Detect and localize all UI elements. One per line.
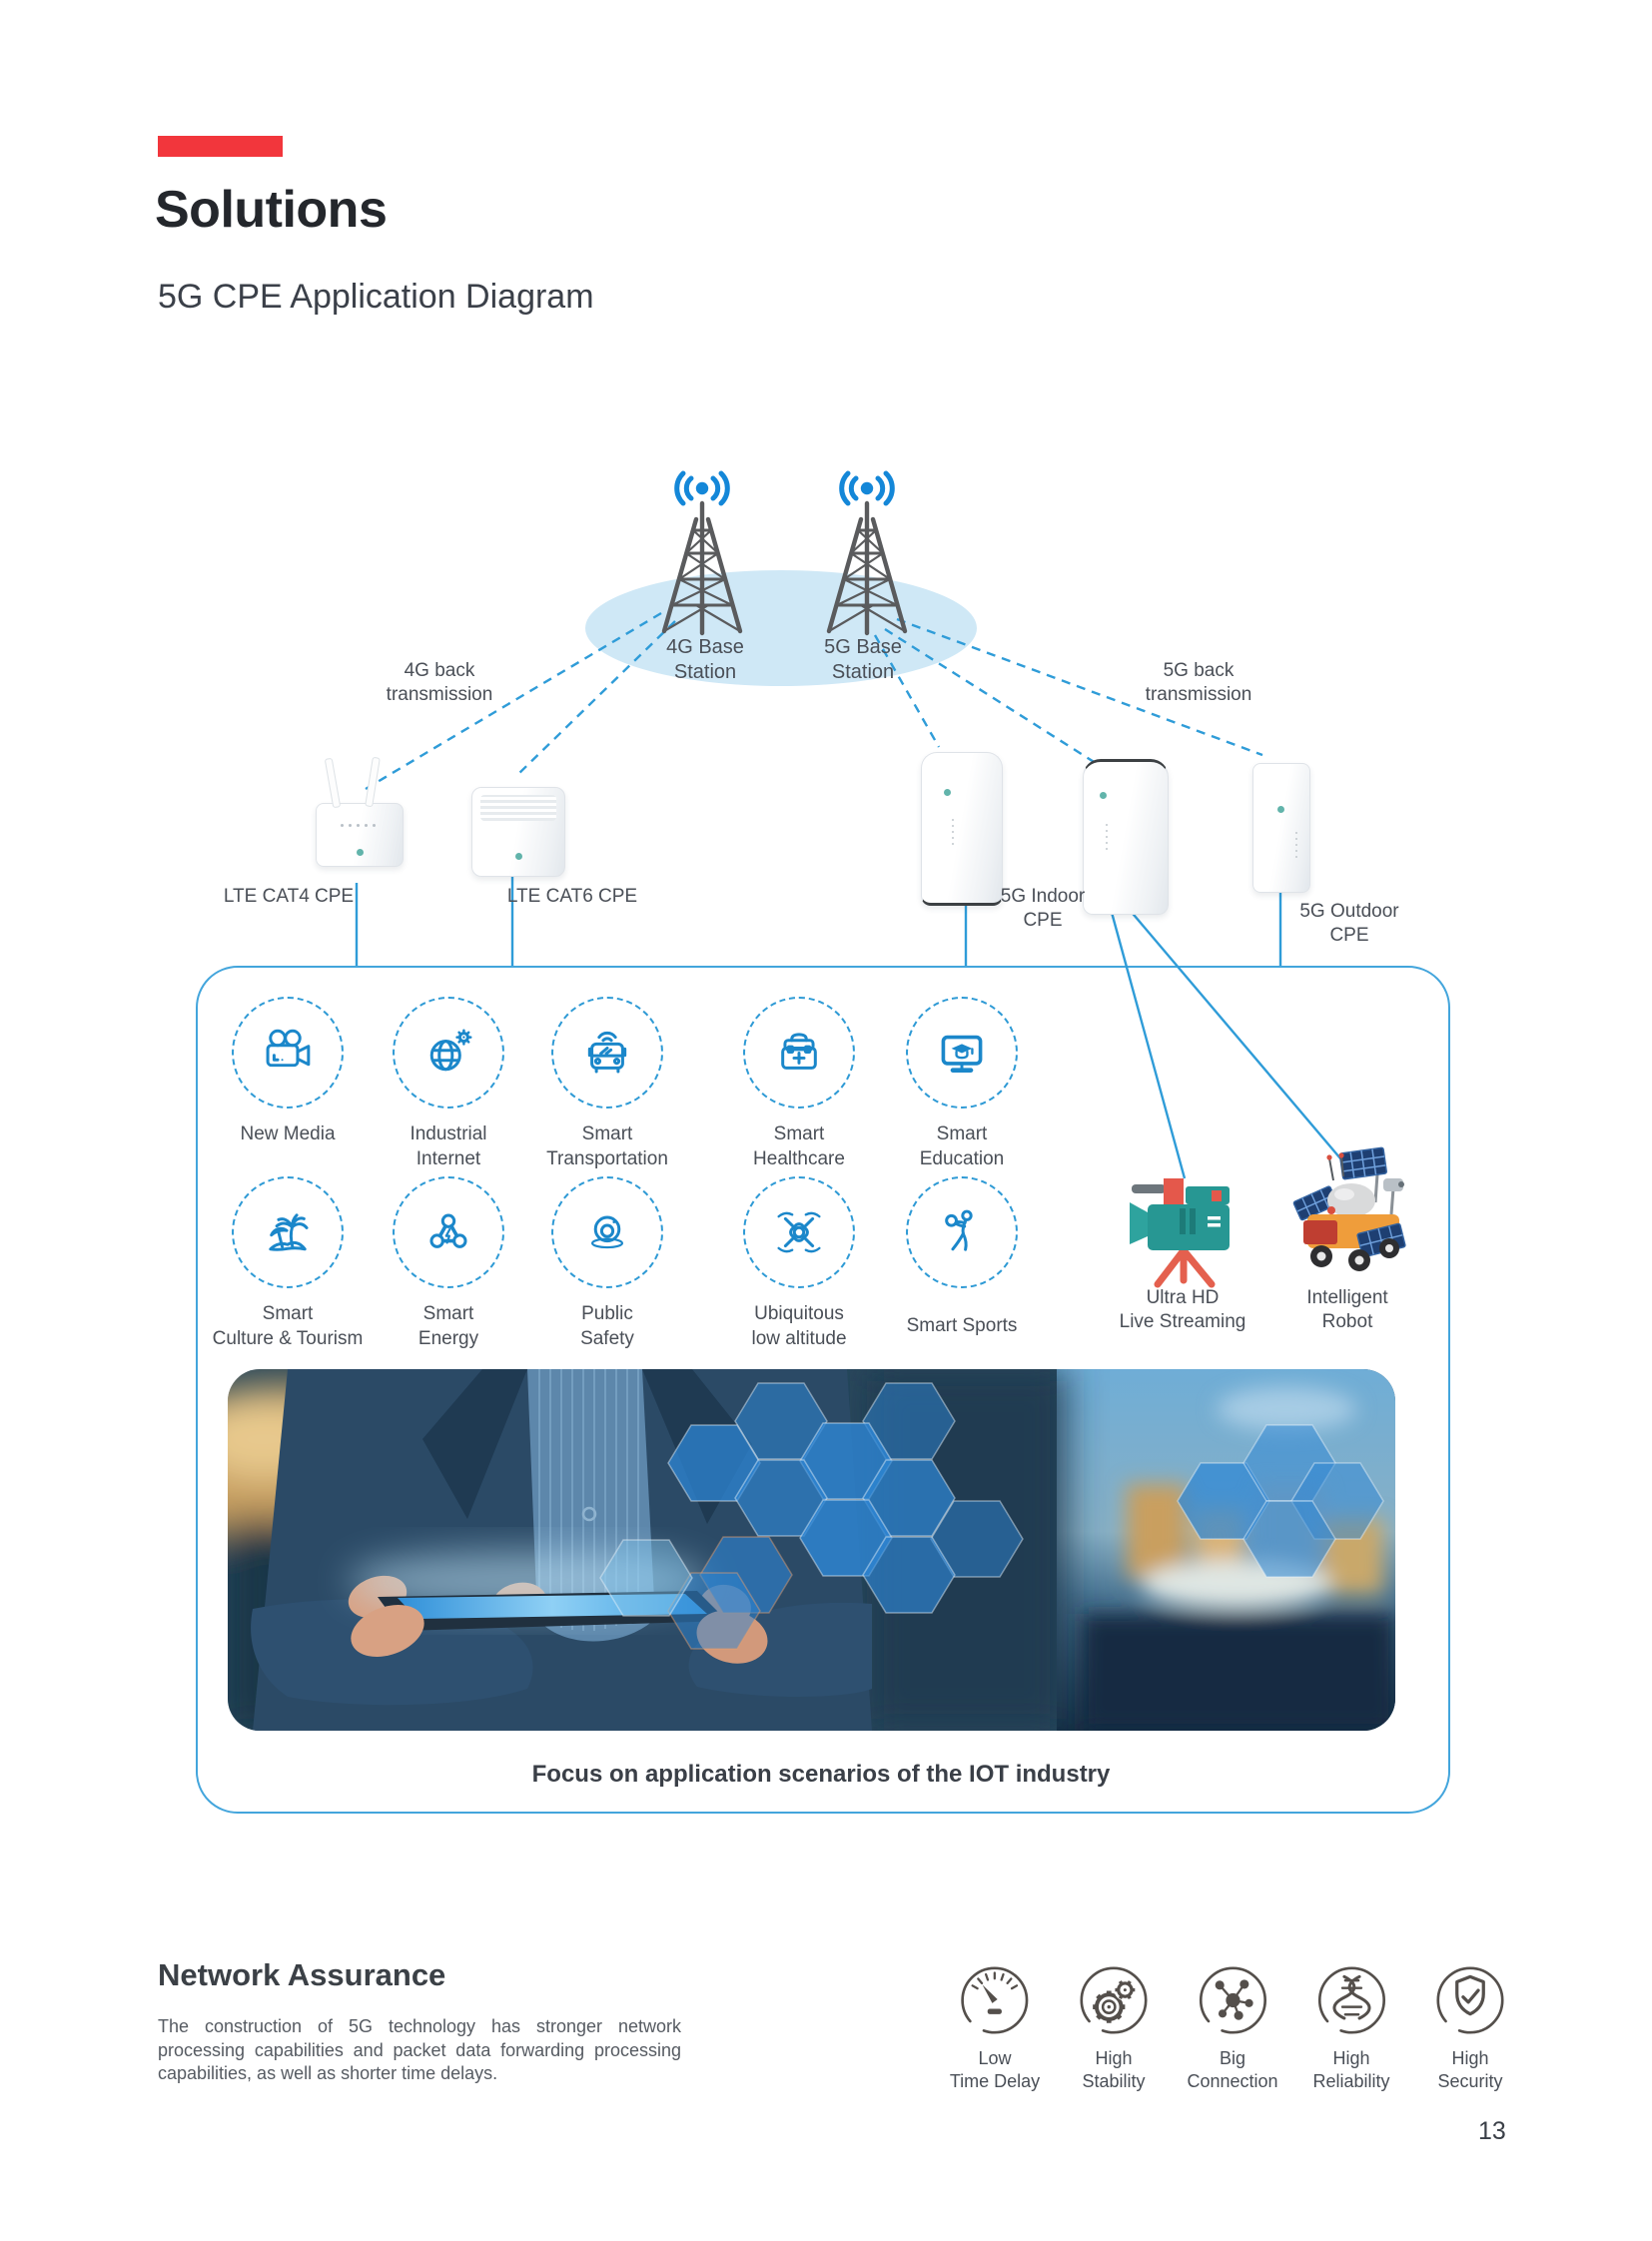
dashed-circle (743, 997, 855, 1109)
dashed-circle (393, 997, 504, 1109)
focus-caption: Focus on application scenarios of the IO… (531, 1761, 1111, 1788)
antenna-icon (365, 756, 381, 808)
brand-logo (944, 789, 951, 796)
application-scenarios-box (196, 966, 1450, 1814)
status-dots (1295, 832, 1297, 834)
lte-cat4-cpe-device (316, 756, 404, 867)
network-nodes-icon (1199, 1966, 1266, 2034)
dashed-circle (551, 997, 663, 1109)
shield-check-icon (1436, 1966, 1504, 2034)
palm-island-icon (269, 1213, 309, 1251)
globe-gear-icon (429, 1029, 472, 1072)
drone-icon (777, 1211, 821, 1253)
brand-logo (1277, 806, 1284, 813)
lte-cat6-cpe-label: LTE CAT6 CPE (506, 886, 638, 907)
connected-bus-icon (587, 1031, 627, 1074)
network-assurance-heading: Network Assurance (158, 1957, 446, 1992)
dna-helix-icon (1317, 1966, 1385, 2034)
broadcast-camera-icon (1130, 1178, 1230, 1288)
energy-nodes-icon (429, 1213, 467, 1248)
dashed-circle (906, 1176, 1018, 1288)
5g-outdoor-cpe-device (1252, 763, 1310, 893)
cell-tower-5g (829, 473, 905, 633)
monitor-graduation-cap-icon (941, 1035, 983, 1073)
dashed-circle (906, 997, 1018, 1109)
lte-cat6-cpe-device (471, 787, 565, 877)
video-camera-icon (266, 1029, 311, 1068)
lte-cat4-cpe-label: LTE CAT4 CPE (223, 886, 355, 907)
page-subtitle: 5G CPE Application Diagram (158, 278, 594, 316)
iot-industry-photo (228, 1369, 1395, 1731)
dashed-circle (393, 1176, 504, 1288)
vent-grille (480, 795, 556, 821)
dome-camera-icon (590, 1215, 624, 1249)
medical-kit-icon (781, 1033, 817, 1070)
photo-illustration (228, 1369, 1395, 1731)
cell-tower-4g (664, 473, 740, 633)
dashed-circle (551, 1176, 663, 1288)
scenario-label: New Media (240, 1123, 336, 1144)
status-dots (1106, 824, 1108, 826)
accent-bar (158, 136, 283, 157)
brand-logo (357, 849, 364, 856)
dashed-circle (232, 997, 344, 1109)
dashed-circle (743, 1176, 855, 1288)
page-title: Solutions (155, 181, 388, 239)
network-assurance-body: The construction of 5G technology has st… (158, 2016, 681, 2083)
sports-player-icon (945, 1209, 973, 1251)
scenario-new-media: New Media (203, 997, 373, 1146)
led-indicators (341, 824, 344, 827)
scenario-smart-sports: Smart Sports (877, 1176, 1047, 1338)
brand-logo (1100, 792, 1107, 799)
status-dots (952, 819, 954, 821)
dashed-circle (232, 1176, 344, 1288)
coverage-ellipse (585, 570, 977, 686)
speedometer-icon (961, 1966, 1029, 2034)
5g-indoor-cpe-device (921, 752, 1003, 906)
rover-robot-icon (1292, 1146, 1406, 1271)
5g-cpe-device (1083, 759, 1169, 915)
brand-logo (515, 853, 522, 860)
page-number: 13 (1478, 2117, 1506, 2145)
gears-icon (1080, 1966, 1148, 2034)
scenario-label: Smart Sports (906, 1315, 1018, 1336)
antenna-icon (324, 757, 342, 809)
